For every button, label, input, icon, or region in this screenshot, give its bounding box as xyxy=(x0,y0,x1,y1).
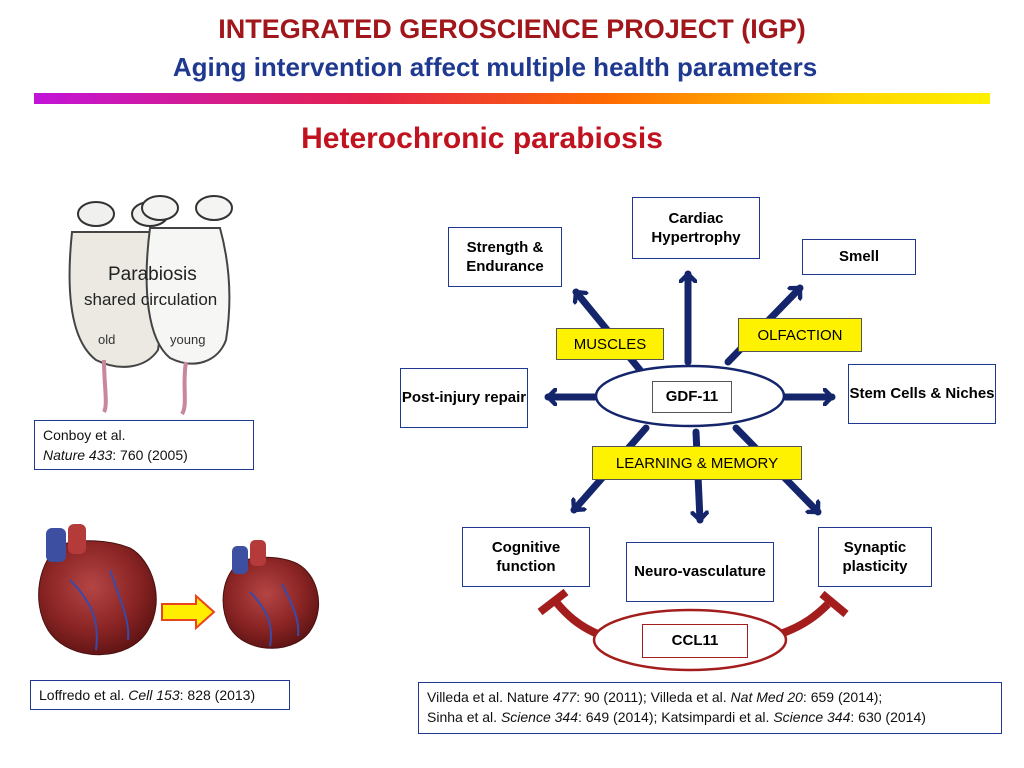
reference-conboy: Conboy et al. Nature 433: 760 (2005) xyxy=(34,420,254,470)
loffredo-authors: Loffredo et al. xyxy=(39,687,129,703)
outcome-synaptic-plasticity: Synaptic plasticity xyxy=(818,527,932,587)
loffredo-journal: Cell 153 xyxy=(128,687,180,703)
young-mouse-figure xyxy=(141,195,233,416)
category-olfaction: OLFACTION xyxy=(738,318,862,352)
villeda-line1: Villeda et al. Nature 477: 90 (2011); Vi… xyxy=(427,687,993,707)
ccl11-label: CCL11 xyxy=(642,624,748,658)
outcome-stem-cells-niches: Stem Cells & Niches xyxy=(848,364,996,424)
slide-subtitle: Aging intervention affect multiple healt… xyxy=(172,52,818,82)
outcome-cardiac-hypertrophy: Cardiac Hypertrophy xyxy=(632,197,760,259)
villeda-b-rest: : 659 (2014); xyxy=(802,689,883,705)
conboy-line1: Conboy et al. xyxy=(43,427,126,443)
gradient-divider xyxy=(34,93,990,104)
outcome-strength-endurance: Strength & Endurance xyxy=(448,227,562,287)
loffredo-pages: : 828 (2013) xyxy=(179,687,256,703)
right-arrow-icon xyxy=(161,593,216,631)
outcome-smell: Smell xyxy=(802,239,916,275)
villeda-a-authors: Villeda et al. Nature xyxy=(427,689,553,705)
sinha-journal: Science 344 xyxy=(500,709,578,726)
gdf11-label: GDF-11 xyxy=(652,381,732,413)
mice-label-parabiosis: Parabiosis xyxy=(108,264,197,285)
young-heart-image xyxy=(222,540,320,649)
section-heading: Heterochronic parabiosis xyxy=(301,122,663,155)
villeda-a-rest: : 90 (2011); Villeda et al. xyxy=(576,689,731,705)
conboy-pages: : 760 (2005) xyxy=(112,447,188,464)
outcome-post-injury-repair: Post-injury repair xyxy=(400,368,528,428)
category-muscles: MUSCLES xyxy=(556,328,664,360)
villeda-b-journal: Nat Med 20 xyxy=(730,689,803,705)
slide-title: INTEGRATED GEROSCIENCE PROJECT (IGP) xyxy=(218,14,806,44)
villeda-a-vol: 477 xyxy=(552,689,577,705)
parabiosis-mice-image xyxy=(68,195,233,416)
mice-label-old: old xyxy=(98,332,116,347)
category-learning-memory: LEARNING & MEMORY xyxy=(592,446,802,480)
conboy-line2: Nature 433: 760 (2005) xyxy=(43,445,245,465)
outcome-neuro-vasculature: Neuro-vasculature xyxy=(626,542,774,602)
sinha-rest: : 649 (2014); Katsimpardi et al. xyxy=(578,709,774,726)
katsimpardi-journal: Science 344 xyxy=(773,709,851,726)
villeda-line2: Sinha et al. Science 344: 649 (2014); Ka… xyxy=(427,707,993,727)
reference-villeda: Villeda et al. Nature 477: 90 (2011); Vi… xyxy=(418,682,1002,734)
conboy-journal: Nature 433 xyxy=(43,447,113,464)
old-heart-image xyxy=(38,524,157,656)
mice-label-shared: shared circulation xyxy=(84,290,218,309)
outcome-cognitive-function: Cognitive function xyxy=(462,527,590,587)
reference-loffredo: Loffredo et al. Cell 153: 828 (2013) xyxy=(30,680,290,710)
sinha-authors: Sinha et al. xyxy=(427,709,501,726)
katsimpardi-rest: : 630 (2014) xyxy=(850,709,926,726)
mice-label-young: young xyxy=(170,332,206,347)
